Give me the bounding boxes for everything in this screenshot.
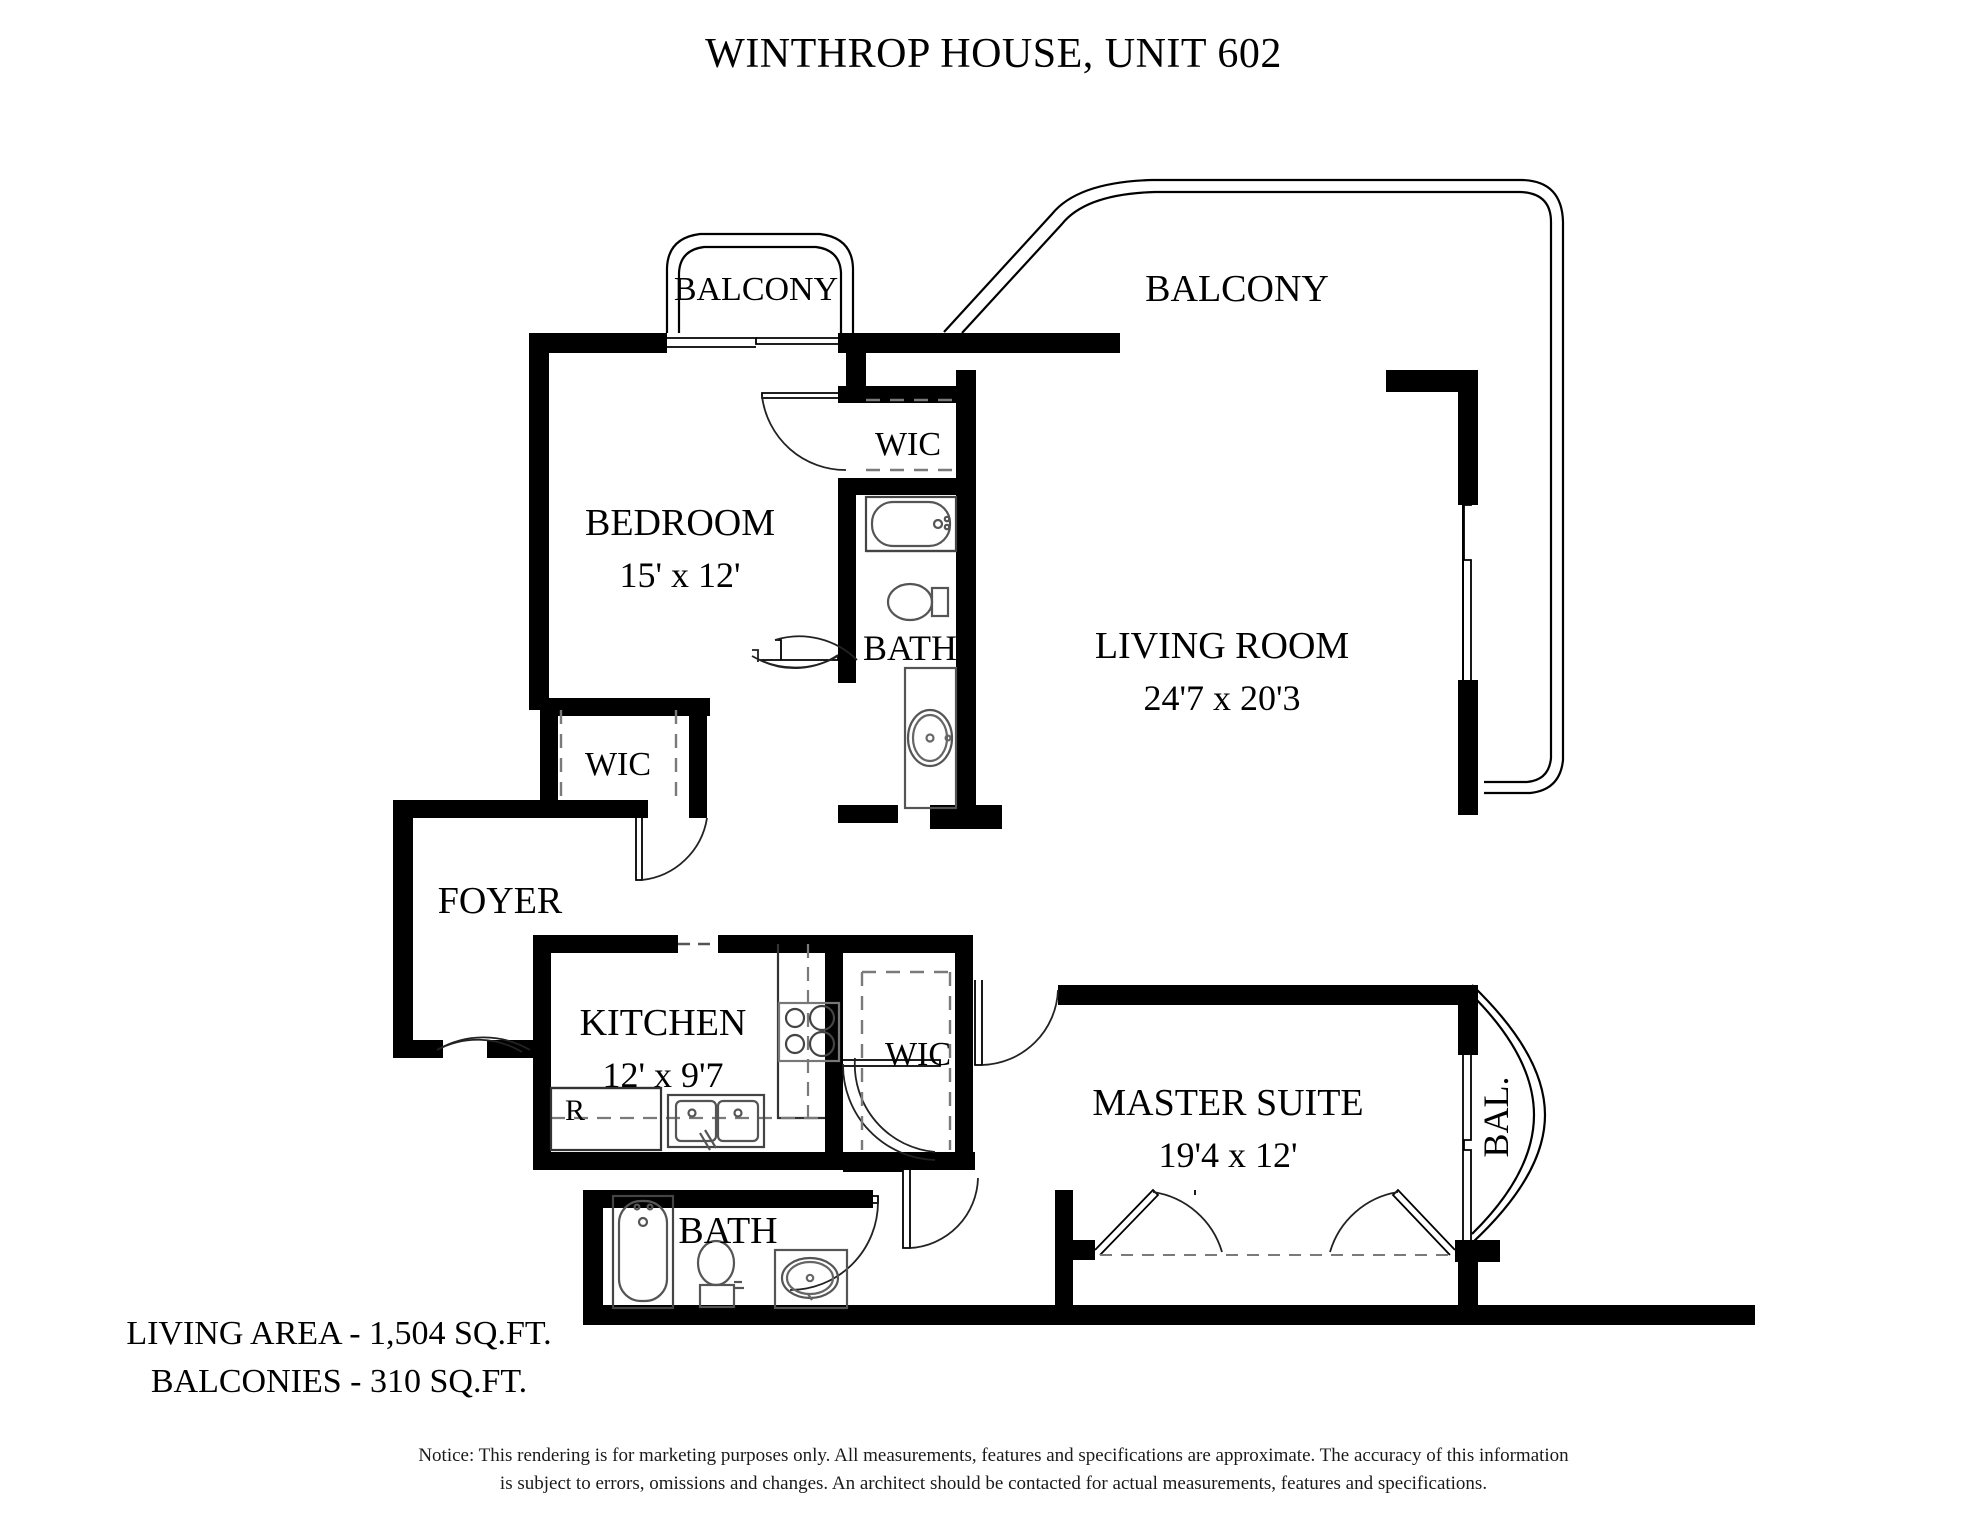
- page-title: WINTHROP HOUSE, UNIT 602: [705, 31, 1282, 77]
- notice-line-2: is subject to errors, omissions and chan…: [499, 1472, 1488, 1494]
- label-balcony-living: BALCONY: [1145, 268, 1329, 310]
- closet-shelves: [559, 398, 956, 1150]
- label-living-dims: 24'7 x 20'3: [1144, 678, 1301, 718]
- notice-line-1: Notice: This rendering is for marketing …: [418, 1445, 1569, 1466]
- balcony-outlines: [665, 178, 1565, 1244]
- living-area-text: LIVING AREA - 1,504 SQ.FT.: [126, 1315, 552, 1352]
- balcony-bedroom-outline: [665, 232, 855, 333]
- windows: [667, 337, 1472, 1240]
- label-bedroom-dims: 15' x 12': [620, 555, 741, 595]
- label-foyer: FOYER: [438, 880, 563, 922]
- label-master-dims: 19'4 x 12': [1159, 1135, 1298, 1175]
- bath-hall-fixtures: [864, 495, 958, 810]
- label-balcony-bedroom: BALCONY: [674, 271, 838, 308]
- label-bath-hall: BATH: [863, 628, 957, 668]
- area-summary: LIVING AREA - 1,504 SQ.FT. BALCONIES - 3…: [104, 1310, 574, 1407]
- label-refrigerator: R: [565, 1094, 585, 1127]
- label-wic-master: WIC: [885, 1036, 951, 1073]
- label-wic-bedroom: WIC: [875, 426, 941, 463]
- room-labels: BALCONY BALCONY BEDROOM 15' x 12' WIC BA…: [438, 268, 1516, 1252]
- label-kitchen-dims: 12' x 9'7: [603, 1055, 724, 1095]
- balcony-living-outline-outer: [943, 178, 1565, 386]
- bath-master-fixtures: [611, 1194, 849, 1310]
- label-bedroom-name: BEDROOM: [585, 502, 775, 544]
- label-master-name: MASTER SUITE: [1092, 1082, 1363, 1124]
- label-living-name: LIVING ROOM: [1095, 625, 1349, 667]
- kitchen-fixtures: [549, 939, 841, 1152]
- label-kitchen-name: KITCHEN: [580, 1002, 747, 1044]
- doors: [424, 392, 1456, 1291]
- disclaimer-notice: Notice: This rendering is for marketing …: [0, 1442, 1987, 1497]
- walls: [393, 333, 1755, 1325]
- label-wic-foyer: WIC: [585, 746, 651, 783]
- balconies-area-text: BALCONIES - 310 SQ.FT.: [150, 1363, 528, 1401]
- label-bath-master: BATH: [678, 1210, 777, 1252]
- label-balcony-master: BAL.: [1476, 1077, 1516, 1158]
- balcony-master-outline: [1471, 984, 1547, 1244]
